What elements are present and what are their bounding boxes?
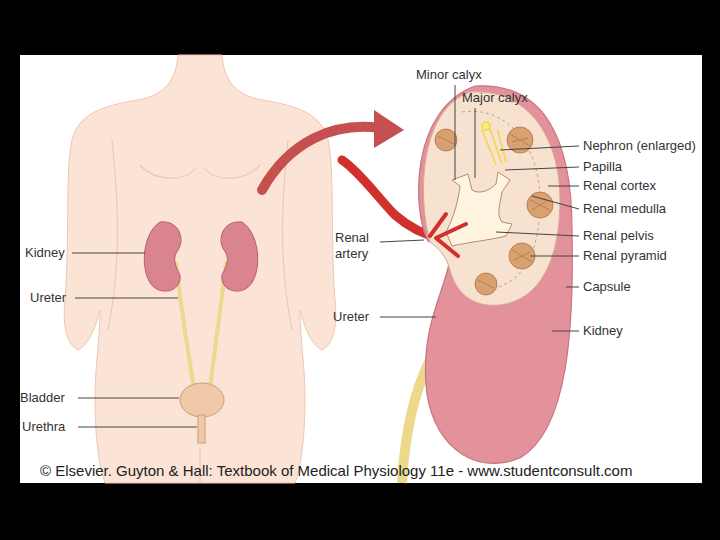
copyright-caption: © Elsevier. Guyton & Hall: Textbook of M…	[40, 462, 632, 480]
zoom-arrowhead	[374, 110, 404, 148]
part-label: Renal pelvis	[583, 228, 654, 244]
pyramid-shape	[475, 273, 497, 295]
leader-line	[380, 317, 436, 318]
leader-line	[552, 331, 579, 332]
kidney-shape	[144, 222, 181, 291]
leader-line	[455, 85, 456, 180]
part-label: Capsule	[583, 279, 631, 295]
leader-line	[78, 427, 197, 428]
body-crease	[204, 165, 260, 178]
leader-line	[78, 398, 179, 399]
part-label: Renal pyramid	[583, 248, 667, 264]
part-label: Papilla	[583, 159, 622, 175]
nephron-enlarged	[482, 122, 506, 165]
body-crease	[140, 165, 196, 178]
part-label: Kidney	[25, 245, 65, 261]
part-label: Ureter	[30, 290, 66, 306]
part-label: Urethra	[22, 419, 65, 435]
bladder-shape	[180, 383, 224, 417]
pyramid-shape	[435, 129, 457, 151]
part-label: Renal artery	[335, 230, 381, 262]
part-label: Renal medulla	[583, 201, 666, 217]
leader-line	[75, 298, 178, 299]
leader-line	[505, 167, 579, 170]
urethra-shape	[198, 415, 205, 443]
part-label: Nephron (enlarged)	[583, 138, 696, 154]
leader-line	[72, 253, 145, 254]
leader-line	[548, 186, 579, 187]
part-label: Ureter	[333, 309, 369, 325]
part-label: Kidney	[583, 323, 623, 339]
part-label: Renal cortex	[583, 178, 656, 194]
renal-pelvis	[446, 172, 512, 246]
pyramid-shape	[527, 192, 553, 218]
part-label: Major calyx	[462, 90, 528, 106]
leader-line	[566, 287, 579, 288]
leader-line	[532, 196, 579, 209]
leader-line	[500, 146, 579, 150]
body-crease	[283, 140, 293, 330]
leader-line	[530, 256, 579, 257]
part-label: Minor calyx	[416, 67, 482, 83]
white-panel	[20, 55, 702, 483]
kidney-outer	[419, 86, 573, 464]
kidney-shape	[221, 222, 258, 291]
leader-line	[475, 108, 476, 178]
part-label: Bladder	[20, 390, 65, 406]
renal-pyramids	[435, 127, 553, 295]
body-crease	[108, 140, 118, 330]
body-silhouette	[64, 55, 336, 483]
leader-line	[380, 240, 424, 242]
artery-branch	[430, 214, 466, 256]
leader-line	[496, 232, 579, 236]
